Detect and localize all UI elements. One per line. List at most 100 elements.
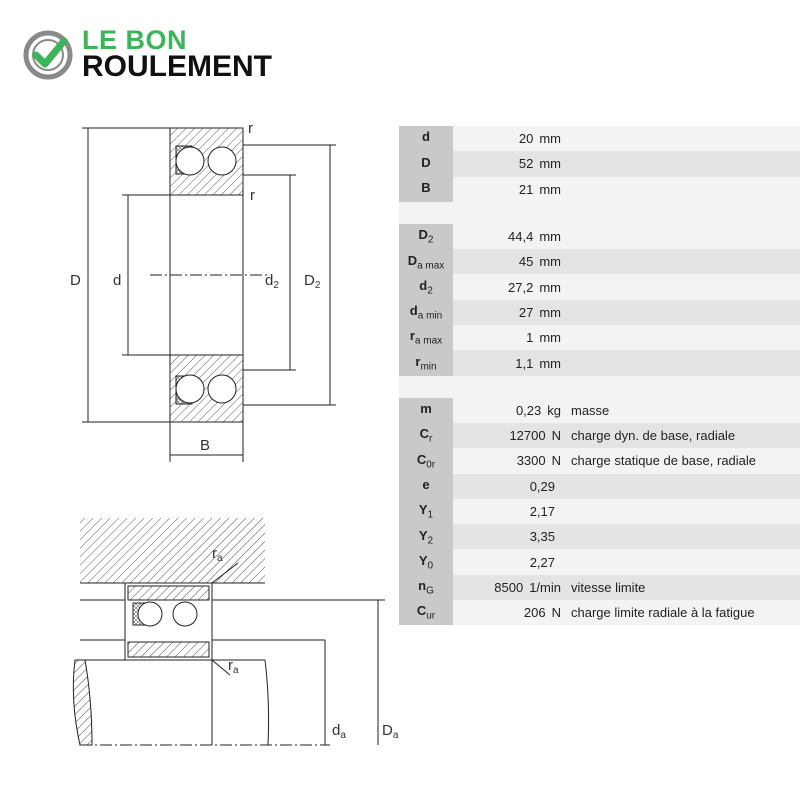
label-B: B [200, 437, 210, 454]
param-description [567, 549, 800, 575]
param-symbol: Y1 [399, 498, 453, 525]
symbol: Y [418, 552, 428, 568]
symbol: e [422, 476, 430, 492]
value: 45 [518, 254, 534, 270]
unit: mm [539, 254, 561, 270]
table-row: Da max 45 mm [399, 249, 800, 275]
param-value: 44,4 mm [453, 223, 567, 250]
value: 44,4 [508, 229, 534, 245]
param-value: 27 mm [453, 299, 567, 326]
param-symbol: d2 [399, 274, 453, 300]
unit: 1/min [529, 579, 561, 595]
param-symbol: Y2 [399, 524, 453, 550]
unit: mm [539, 304, 561, 320]
value: 1 [526, 330, 534, 346]
value: 52 [518, 156, 534, 172]
symbol: m [420, 401, 432, 417]
param-symbol: Cr [399, 422, 453, 449]
value: 27 [518, 304, 534, 320]
symbol-subscript: 2 [427, 285, 433, 297]
param-symbol: e [399, 473, 453, 499]
param-description [567, 498, 800, 525]
symbol: d [409, 303, 418, 319]
param-value: 45 mm [453, 249, 567, 275]
symbol: r [415, 353, 421, 369]
symbol-subscript: min [420, 361, 437, 373]
label-d: d [113, 272, 121, 289]
symbol: n [418, 578, 427, 594]
symbol: Y [418, 502, 428, 518]
symbol-subscript: 0r [426, 459, 436, 471]
param-value: 0,29 [453, 473, 567, 499]
param-symbol: Da max [399, 249, 453, 275]
param-description: charge dyn. de base, radiale [567, 422, 800, 449]
unit: mm [539, 229, 561, 245]
param-description: masse [567, 397, 800, 423]
symbol: C [416, 603, 427, 619]
param-description [567, 473, 800, 499]
symbol: D [421, 154, 431, 170]
param-description [567, 350, 800, 376]
unit: kg [547, 402, 561, 418]
param-symbol: C0r [399, 448, 453, 474]
param-symbol: Y0 [399, 549, 453, 575]
symbol: D [418, 227, 428, 243]
unit: N [551, 428, 561, 444]
param-description [567, 176, 800, 202]
label-D2: D2 [304, 272, 321, 291]
label-d2: d2 [265, 272, 279, 291]
mounting-drawing [72, 518, 385, 746]
symbol-subscript: a max [417, 260, 445, 272]
param-value: 2,27 [453, 549, 567, 575]
param-symbol: rmin [399, 350, 453, 376]
value: 21 [518, 181, 534, 197]
unit: mm [539, 131, 561, 147]
symbol-subscript: 2 [427, 234, 434, 246]
value: 0,29 [529, 478, 555, 494]
symbol-subscript: 2 [427, 535, 434, 547]
param-symbol: Cur [399, 600, 453, 626]
table-row: e 0,29 [399, 473, 800, 499]
param-description: charge statique de base, radiale [567, 448, 800, 474]
param-symbol: m [399, 397, 453, 423]
symbol-subscript: r [429, 433, 433, 445]
param-description [567, 299, 800, 326]
unit: mm [539, 355, 561, 371]
logo-line1: LE BON [82, 25, 188, 55]
symbol: d [419, 277, 428, 293]
param-description [567, 151, 800, 177]
symbol: Y [418, 527, 428, 543]
symbol: C [416, 451, 427, 467]
param-symbol: nG [399, 574, 453, 601]
bearing-section-top [82, 127, 336, 462]
symbol-subscript: ur [426, 610, 436, 622]
unit: N [551, 605, 561, 621]
symbol: d [422, 129, 430, 145]
label-D: D [70, 272, 81, 289]
symbol: B [421, 179, 431, 195]
param-description [567, 249, 800, 275]
symbol: C [419, 426, 430, 442]
symbol: D [407, 252, 418, 268]
param-value: 3300 N [453, 448, 567, 474]
symbol-subscript: a max [414, 336, 443, 348]
param-value: 2,17 [453, 498, 567, 525]
value: 12700 [509, 428, 546, 444]
table-row: D2 44,4 mm [399, 223, 800, 250]
unit: N [551, 453, 561, 469]
value: 206 [523, 605, 546, 621]
value: 3300 [516, 453, 546, 469]
